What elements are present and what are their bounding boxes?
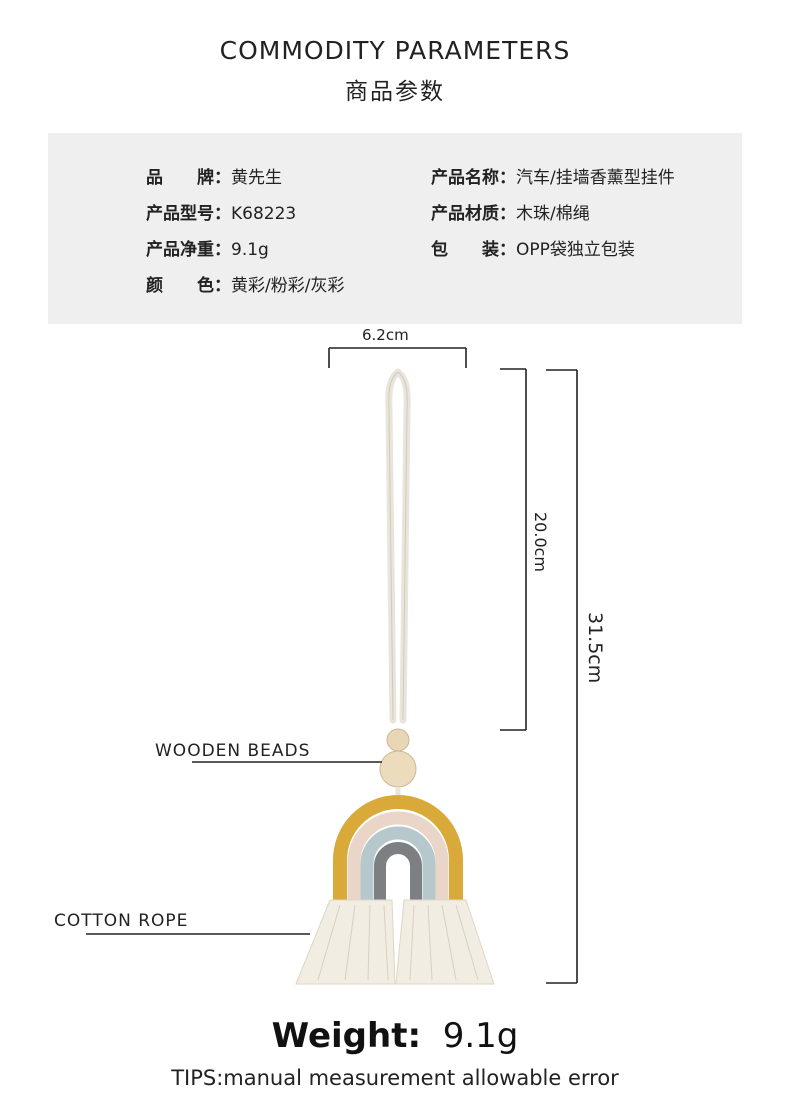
param-color-value: 黄彩/粉彩/灰彩 — [231, 276, 345, 296]
loop-length-label: 20.0cm — [531, 512, 550, 573]
param-model-label: 产品型号： — [146, 204, 231, 224]
weight-summary-value: 9.1g — [442, 1016, 519, 1056]
param-package: 包 装：OPP袋独立包装 — [431, 235, 635, 260]
param-product-name: 产品名称：汽车/挂墙香薰型挂件 — [431, 163, 675, 188]
param-package-label: 包 装： — [431, 240, 516, 260]
param-material: 产品材质：木珠/棉绳 — [431, 199, 590, 224]
parameters-panel: 品 牌：黄先生 产品名称：汽车/挂墙香薰型挂件 产品型号：K68223 产品材质… — [48, 133, 742, 324]
title-english: COMMODITY PARAMETERS — [219, 36, 571, 65]
cotton-fringe — [295, 899, 495, 985]
total-length-label: 31.5cm — [584, 612, 606, 684]
tips-note: TIPS:manual measurement allowable error — [171, 1066, 619, 1090]
param-brand-label: 品 牌： — [146, 168, 231, 188]
param-brand-value: 黄先生 — [231, 168, 282, 188]
param-material-value: 木珠/棉绳 — [516, 204, 590, 224]
width-dimension-label: 6.2cm — [362, 326, 409, 344]
title-chinese: 商品参数 — [345, 79, 445, 105]
weight-summary: Weight: 9.1g — [0, 1016, 790, 1056]
cotton-rope-label: COTTON ROPE — [54, 911, 189, 931]
param-package-value: OPP袋独立包装 — [516, 240, 635, 260]
param-net-weight: 产品净重：9.1g — [146, 235, 269, 260]
param-model-value: K68223 — [231, 204, 297, 224]
loop-length-bracket — [500, 368, 527, 731]
param-model: 产品型号：K68223 — [146, 199, 296, 224]
param-color: 颜 色：黄彩/粉彩/灰彩 — [146, 271, 344, 296]
width-bracket — [328, 347, 467, 368]
param-color-label: 颜 色： — [146, 276, 231, 296]
rainbow-arches — [333, 795, 463, 910]
hanging-loop — [385, 368, 411, 724]
param-brand: 品 牌：黄先生 — [146, 163, 282, 188]
wooden-beads — [379, 728, 417, 800]
weight-summary-label: Weight: — [271, 1016, 422, 1056]
param-product-name-value: 汽车/挂墙香薰型挂件 — [516, 168, 675, 188]
param-product-name-label: 产品名称： — [431, 168, 516, 188]
param-net-weight-label: 产品净重： — [146, 240, 231, 260]
wooden-beads-label: WOODEN BEADS — [155, 741, 311, 761]
param-net-weight-value: 9.1g — [231, 240, 269, 260]
total-length-bracket — [546, 369, 578, 984]
param-material-label: 产品材质： — [431, 204, 516, 224]
